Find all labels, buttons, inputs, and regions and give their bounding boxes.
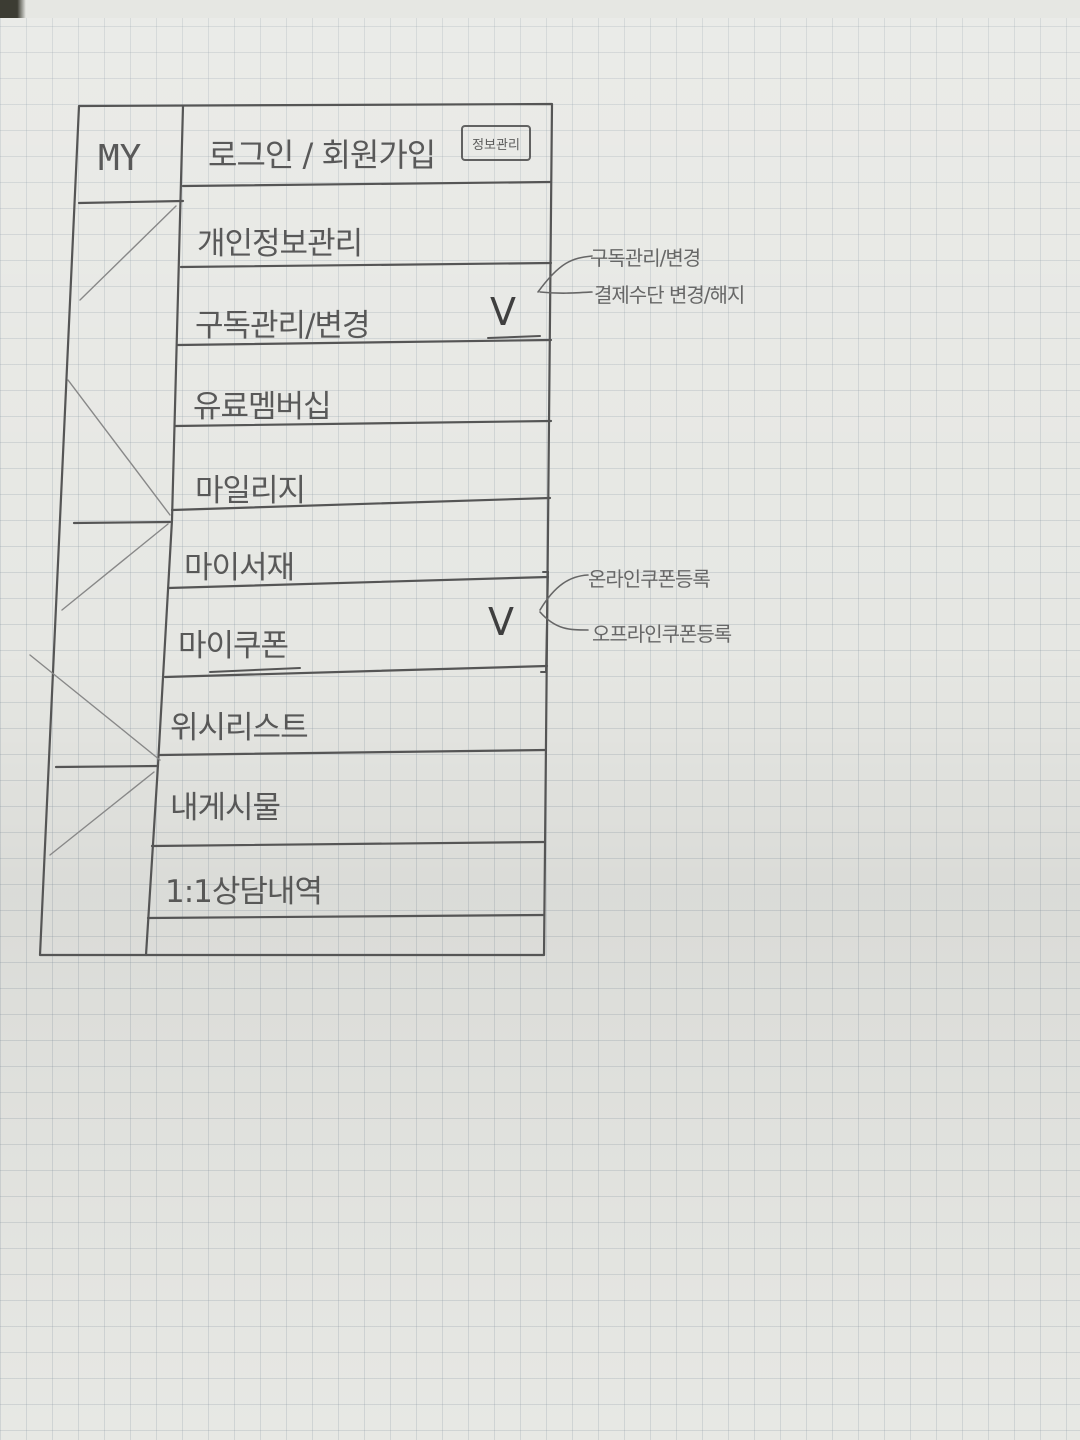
row-line xyxy=(146,913,546,920)
placeholder-cross xyxy=(49,771,155,856)
placeholder-cross xyxy=(67,379,171,516)
note-payment-change: 결제수단 변경/해지 xyxy=(594,283,745,307)
menu-item-my-library[interactable]: 마이서재 xyxy=(184,550,295,586)
sidebar-section-line xyxy=(72,520,172,525)
check-underline xyxy=(487,335,541,339)
connector-coupon xyxy=(539,574,589,611)
row-line xyxy=(173,419,553,428)
frame-outline xyxy=(38,102,554,957)
check-underline xyxy=(209,667,301,673)
row-line xyxy=(166,575,550,590)
expand-check-icon[interactable]: V xyxy=(490,290,516,334)
login-signup-link[interactable]: 로그인 / 회원가입 xyxy=(208,136,436,174)
note-subscription-change: 구독관리/변경 xyxy=(590,246,701,270)
connector-subscription xyxy=(539,291,593,294)
placeholder-cross xyxy=(29,654,161,761)
placeholder-cross xyxy=(79,205,177,301)
row-line xyxy=(158,748,548,757)
connector-subscription xyxy=(537,255,593,293)
row-line xyxy=(179,261,553,269)
menu-item-consultation[interactable]: 1:1상담내역 xyxy=(165,874,323,910)
info-manage-badge[interactable]: 정보관리 xyxy=(461,125,531,161)
desk-corner xyxy=(0,0,1080,18)
header-separator xyxy=(77,199,185,205)
menu-item-my-coupon[interactable]: 마이쿠폰 xyxy=(178,628,289,664)
menu-item-mileage[interactable]: 마일리지 xyxy=(195,473,306,509)
menu-item-subscription[interactable]: 구독관리/변경 xyxy=(195,308,371,344)
menu-item-membership[interactable]: 유료멤버십 xyxy=(193,389,332,425)
expand-check-icon[interactable]: V xyxy=(488,600,514,644)
my-label: MY xyxy=(98,138,142,179)
row-line xyxy=(163,664,549,679)
placeholder-cross xyxy=(61,523,169,611)
menu-item-wishlist[interactable]: 위시리스트 xyxy=(170,710,309,746)
menu-item-my-posts[interactable]: 내게시물 xyxy=(170,790,281,826)
note-offline-coupon: 오프라인쿠폰등록 xyxy=(592,622,732,646)
coupon-bracket xyxy=(540,571,550,673)
row-line xyxy=(150,840,547,848)
note-online-coupon: 온라인쿠폰등록 xyxy=(588,567,711,591)
row-line xyxy=(170,496,552,512)
header-bottom-line xyxy=(181,180,553,188)
row-line xyxy=(176,338,553,347)
sidebar-divider xyxy=(144,104,185,957)
connector-coupon xyxy=(539,611,589,631)
sidebar-section-line xyxy=(54,764,160,769)
menu-item-personal-info[interactable]: 개인정보관리 xyxy=(197,226,363,262)
